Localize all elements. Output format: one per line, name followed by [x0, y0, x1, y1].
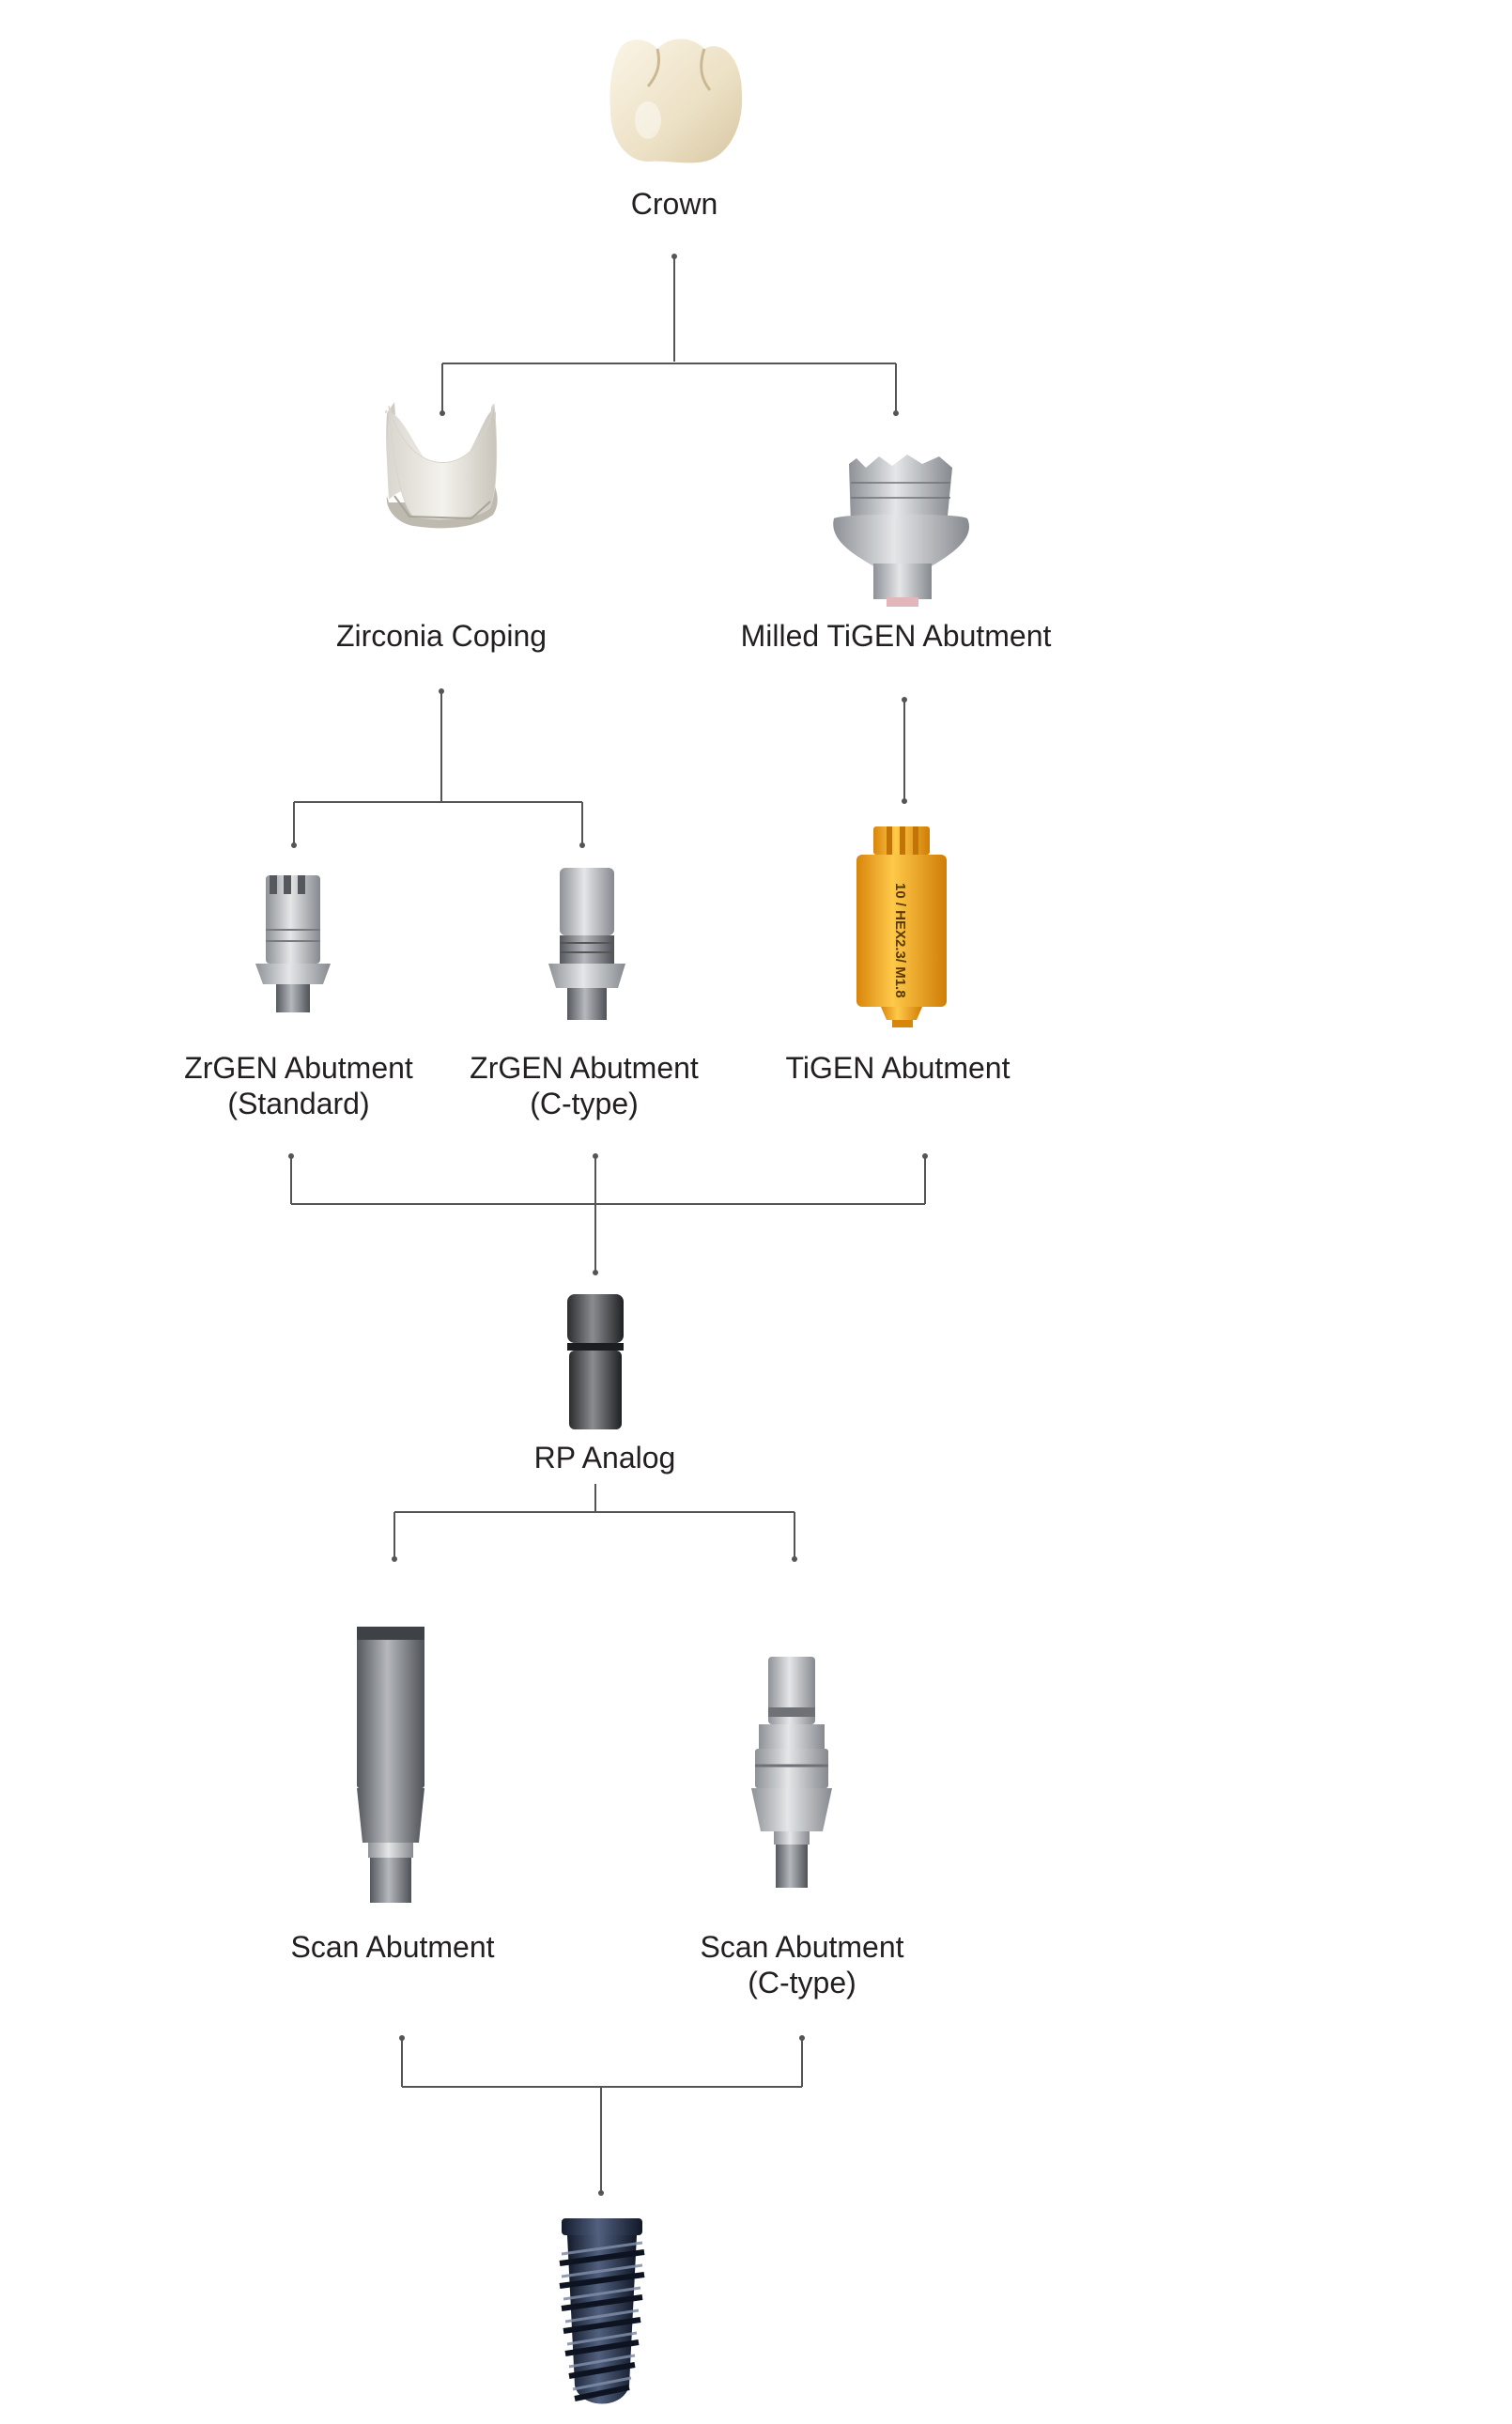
tigen-abutment-image: 10 / HEX2.3/ M1.8: [856, 826, 947, 1027]
tigen-abutment-label: TiGEN Abutment: [786, 1051, 1011, 1085]
zrgen-abutment-standard-image: [255, 875, 331, 1012]
zrgen-abutment-ctype-image: [548, 868, 625, 1020]
connector-milled-tigen: [902, 697, 907, 804]
zrgen-ctype-label-line2: (C-type): [530, 1087, 639, 1120]
connector-abutments-analog: [288, 1153, 928, 1275]
scan-abutment-ctype-label-line1: Scan Abutment: [700, 1930, 903, 1964]
connector-crown-level2: [440, 254, 899, 416]
zrgen-standard-label-line1: ZrGEN Abutment: [184, 1051, 413, 1085]
tigen-engraving: 10 / HEX2.3/ M1.8: [892, 883, 908, 998]
connector-scan-implant: [399, 2035, 805, 2196]
scan-abutment-image: [357, 1627, 424, 1903]
scan-abutment-ctype-label-line2: (C-type): [748, 1966, 856, 1999]
rp-analog-label: RP Analog: [534, 1441, 676, 1474]
milled-tigen-abutment-label: Milled TiGEN Abutment: [741, 619, 1052, 653]
crown-label: Crown: [631, 187, 717, 221]
connector-coping-zrgen: [291, 688, 585, 848]
zrgen-ctype-label-line1: ZrGEN Abutment: [470, 1051, 699, 1085]
crown-image: [609, 39, 743, 163]
zirconia-coping-image: [385, 402, 498, 529]
implant-image: [559, 2218, 645, 2404]
connector-analog-scan: [392, 1484, 797, 1562]
milled-tigen-abutment-image: [833, 455, 969, 607]
zirconia-coping-label: Zirconia Coping: [336, 619, 547, 653]
zrgen-standard-label-line2: (Standard): [227, 1087, 369, 1120]
scan-abutment-label: Scan Abutment: [290, 1930, 494, 1964]
rp-analog-image: [567, 1294, 624, 1429]
scan-abutment-ctype-image: [751, 1657, 832, 1888]
